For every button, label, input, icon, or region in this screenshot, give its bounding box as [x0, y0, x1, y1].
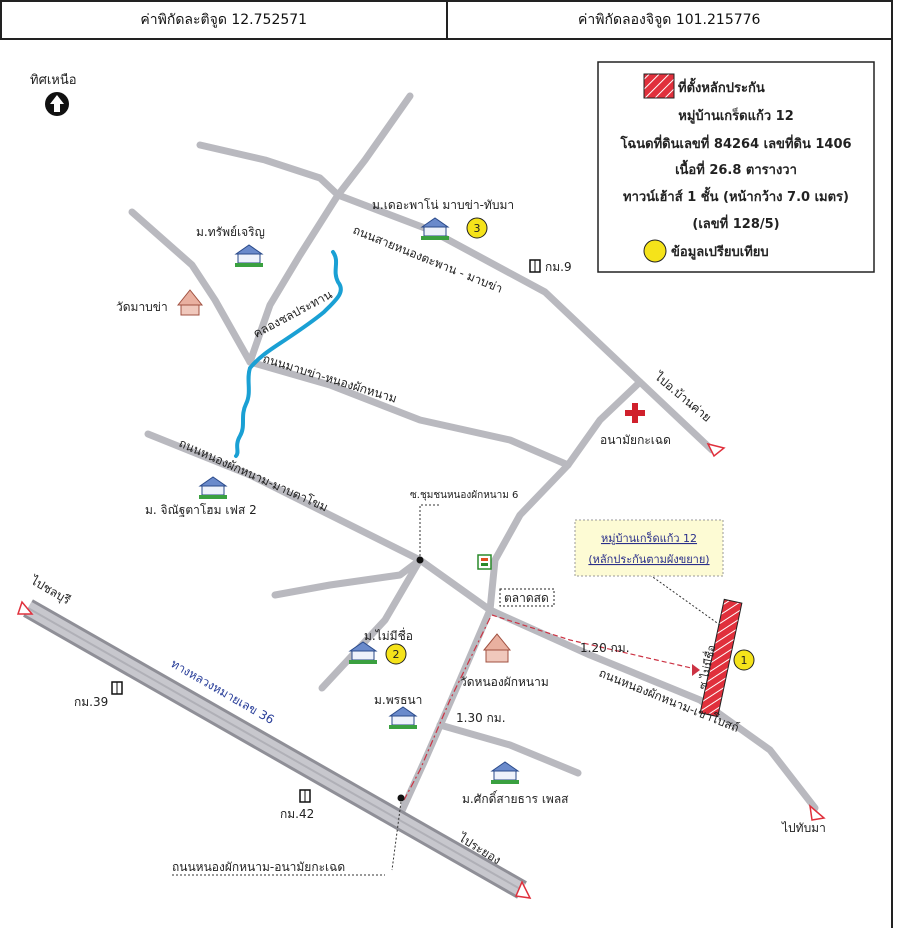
distance-route-1	[491, 614, 701, 671]
village-icon-5	[388, 706, 418, 729]
coordinate-header: ค่าพิกัดละติจูด 12.752571 ค่าพิกัดลองจิจ…	[0, 0, 893, 40]
km-post-icon	[529, 259, 541, 273]
junction-leader	[419, 504, 440, 556]
village-icon	[234, 244, 264, 267]
road-soi-down	[318, 556, 424, 692]
subject-callout: หมู่บ้านเกร็ดแก้ว 12 (หลักประกันตามผังขย…	[574, 519, 724, 577]
village-icon-3	[198, 476, 228, 499]
village-label-jinda: ม. จิณัฐตาโฮม เฟส 2	[145, 503, 257, 517]
distance-label-1: 1.20 กม.	[580, 641, 630, 655]
distance-route-2	[403, 617, 491, 801]
legend-subject-label: ที่ตั้งหลักประกัน	[678, 77, 765, 96]
km-post-icon-39	[111, 681, 123, 695]
north-arrow-icon	[45, 92, 69, 116]
callout-line2: (หลักประกันตามผังขยาย)	[588, 553, 709, 566]
village-label-porn: ม.พรธนา	[374, 693, 422, 707]
callout-leader	[649, 574, 721, 626]
village-icon-6	[490, 761, 520, 784]
temple-icon	[176, 289, 204, 316]
road-vertical	[396, 378, 644, 819]
km-label-42: กม.42	[280, 807, 314, 821]
latitude-cell: ค่าพิกัดละติจูด 12.752571	[140, 12, 308, 28]
arrow-ban-khai	[706, 442, 726, 458]
km-label-9: กม.9	[545, 260, 572, 274]
hospital-icon	[625, 403, 645, 423]
temple-icon-2	[482, 633, 512, 663]
store-icon	[477, 554, 492, 570]
canal	[234, 250, 343, 458]
callout-line1: หมู่บ้านเกร็ดแก้ว 12	[601, 531, 697, 545]
legend-subject-swatch	[643, 73, 675, 99]
legend-box: ที่ตั้งหลักประกัน หมู่บ้านเกร็ดแก้ว 12 โ…	[597, 61, 875, 273]
km-label-39: กม.39	[74, 695, 108, 709]
village-label-sak: ม.ศักดิ์สายธาร เพลส	[462, 790, 569, 806]
road-soi-right	[436, 721, 582, 777]
svg-text:1: 1	[741, 654, 748, 667]
village-icon-4	[348, 641, 378, 664]
longitude-cell: ค่าพิกัดลองจิจูด 101.215776	[445, 2, 892, 38]
village-label-sap: ม.ทรัพย์เจริญ	[196, 225, 265, 239]
comparable-marker-3: 3	[466, 217, 488, 239]
road-left-diag	[144, 430, 494, 614]
subject-property	[699, 598, 743, 718]
temple-label-2: วัดหนองผักหนาม	[460, 675, 549, 689]
hospital-label: อนามัยกะเฉด	[600, 433, 671, 447]
svg-text:2: 2	[393, 648, 400, 661]
road-soi-left	[271, 556, 424, 599]
km-post-icon-42	[299, 789, 311, 803]
junction-dot	[416, 556, 424, 564]
legend-comparable-swatch	[643, 239, 667, 263]
village-label-palm: ม.เดอะพาโน่ มาบข่า-ทับมา	[372, 198, 514, 212]
road-lower-right	[486, 606, 819, 812]
legend-house-no: (เลขที่ 128/5)	[692, 214, 779, 232]
page-right-border	[891, 40, 893, 928]
north-label: ทิศเหนือ	[30, 72, 77, 88]
road-label-middle: ถนนมาบข่า-หนองผักหนาม	[261, 351, 398, 405]
market-label: ตลาดสด	[504, 591, 549, 605]
village-label-mai: ม.ไม่มีชื่อ	[364, 627, 413, 643]
road-upper	[334, 191, 716, 454]
arrow-thapma	[808, 804, 826, 821]
road-nw	[196, 141, 342, 199]
comparable-marker-2: 2	[385, 643, 407, 665]
distance-label-2: 1.30 กม.	[456, 711, 506, 725]
legend-deed: โฉนดที่ดินเลขที่ 84264 เลขที่ดิน 1406	[619, 134, 851, 152]
road-west	[128, 208, 254, 366]
road-network	[128, 92, 819, 819]
junction-label: ซ.ชุมชนหนองผักหนาม 6	[410, 490, 518, 501]
temple-label-1: วัดมาบข่า	[116, 300, 168, 314]
village-icon-2	[420, 217, 450, 240]
bottom-leader	[391, 801, 402, 871]
legend-comparable-label: ข้อมูลเปรียบเทียบ	[671, 244, 769, 260]
junction-dot-bottom	[397, 794, 405, 802]
road-middle	[246, 358, 572, 469]
legend-area: เนื้อที่ 26.8 ตารางวา	[675, 159, 797, 178]
legend-village: หมู่บ้านเกร็ดแก้ว 12	[678, 106, 793, 124]
highway-36	[16, 599, 532, 899]
road-label-bottom: ถนนหนองผักหนาม-อนามัยกะเฉด	[172, 860, 345, 874]
svg-text:3: 3	[474, 222, 481, 235]
road-north	[246, 92, 414, 366]
direction-thapma: ไปทับมา	[781, 821, 826, 835]
legend-building: ทาวน์เฮ้าส์ 1 ชั้น (หน้ากว้าง 7.0 เมตร)	[623, 186, 849, 205]
comparable-marker-1: 1	[733, 649, 755, 671]
